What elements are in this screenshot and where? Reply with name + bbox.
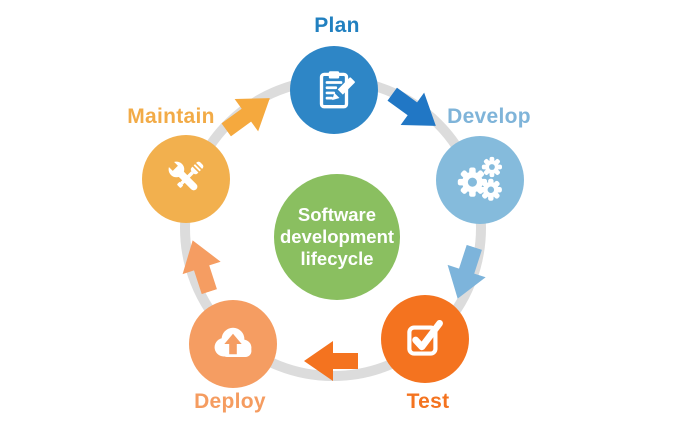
block-arrow-icon <box>221 98 270 137</box>
stage-label-deploy: Deploy <box>194 390 266 413</box>
block-arrow-icon <box>182 240 221 295</box>
center-label: Software development lifecycle <box>279 204 395 269</box>
arrow-deploy-to-maintain <box>172 234 231 299</box>
block-arrow-icon <box>304 341 358 381</box>
stage-node-test <box>381 295 469 383</box>
arrow-test-to-deploy <box>304 339 358 383</box>
stage-node-plan <box>290 46 378 134</box>
arrow-plan-to-develop <box>379 76 449 143</box>
stage-label-maintain: Maintain <box>127 105 215 128</box>
gears-icon <box>457 156 502 201</box>
stage-node-develop <box>436 136 524 224</box>
stage-label-test: Test <box>406 390 450 413</box>
arrow-maintain-to-plan <box>213 80 283 147</box>
block-arrow-icon <box>447 244 486 299</box>
checkbox-check-icon <box>407 319 443 356</box>
stage-node-maintain <box>142 135 230 223</box>
center-circle: Software development lifecycle <box>274 174 400 300</box>
stage-label-develop: Develop <box>447 105 531 128</box>
wrench-screwdriver-icon <box>166 159 204 191</box>
cloud-upload-icon <box>214 327 252 357</box>
stage-label-plan: Plan <box>314 14 360 37</box>
arrow-develop-to-test <box>437 241 496 306</box>
stage-node-deploy <box>189 300 277 388</box>
clipboard-pencil-icon <box>319 71 355 109</box>
block-arrow-icon <box>387 87 436 126</box>
